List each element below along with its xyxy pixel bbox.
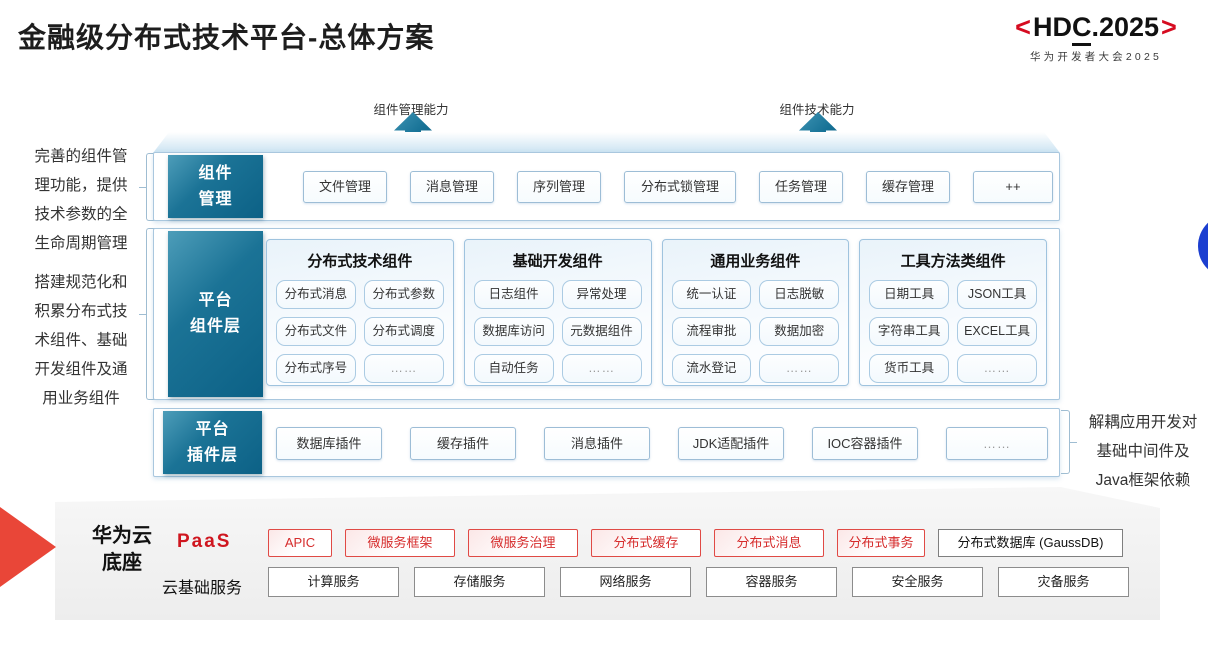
component-pill: 分布式序号 — [276, 354, 356, 383]
paas-box-distributed-cache: 分布式缓存 — [591, 529, 701, 557]
logo-text-post: .2025 — [1091, 12, 1160, 42]
layer-label-component-management: 组件 管理 — [168, 155, 263, 218]
group-basic-dev: 基础开发组件 日志组件 异常处理 数据库访问 元数据组件 自动任务 …… — [463, 239, 652, 386]
component-pill: 日志组件 — [473, 280, 554, 309]
note-component-management: 完善的组件管 理功能，提供 技术参数的全 生命周期管理 — [34, 148, 128, 252]
layer-platform-plugins: 平台 插件层 数据库插件 缓存插件 消息插件 JDK适配插件 IOC容器插件 …… — [153, 408, 1060, 477]
mgmt-box-distributed-lock: 分布式锁管理 — [624, 171, 736, 203]
component-pill: 数据库访问 — [473, 317, 554, 346]
plugin-box-more: …… — [946, 427, 1048, 460]
cloud-box-compute: 计算服务 — [268, 567, 399, 597]
layer-label-platform-components: 平台 组件层 — [168, 231, 263, 397]
cloud-box-container: 容器服务 — [706, 567, 837, 597]
cloud-basic-services-label: 云基础服务 — [162, 580, 243, 597]
paas-box-gaussdb: 分布式数据库 (GaussDB) — [938, 529, 1123, 557]
component-pill: EXCEL工具 — [957, 317, 1037, 346]
component-pill: 异常处理 — [561, 280, 642, 309]
group-title: 通用业务组件 — [710, 253, 801, 270]
paas-box-distributed-transaction: 分布式事务 — [837, 529, 925, 557]
capability-label-management: 组件管理能力 — [373, 103, 449, 117]
platform-plugin-items: 数据库插件 缓存插件 消息插件 JDK适配插件 IOC容器插件 …… — [276, 427, 1048, 460]
group-common-business: 通用业务组件 统一认证 日志脱敏 流程审批 数据加密 流水登记 …… — [661, 239, 850, 386]
component-pill: 元数据组件 — [561, 317, 642, 346]
plugin-box-jdk: JDK适配插件 — [678, 427, 784, 460]
stack-top-face — [153, 132, 1060, 153]
component-pill: 日期工具 — [869, 280, 950, 309]
paas-label: PaaS — [177, 531, 232, 552]
note-platform-components: 搭建规范化和 积累分布式技 术组件、基础 开发组件及通 用业务组件 — [34, 274, 128, 407]
mgmt-box-message: 消息管理 — [410, 171, 494, 203]
group-items: 分布式消息 分布式参数 分布式文件 分布式调度 分布式序号 …… — [276, 280, 444, 383]
group-distributed-tech: 分布式技术组件 分布式消息 分布式参数 分布式文件 分布式调度 分布式序号 …… — [266, 239, 454, 386]
right-bracket-row3 — [1061, 410, 1077, 474]
component-pill: 自动任务 — [473, 354, 554, 383]
cloud-box-disaster-recovery: 灾备服务 — [998, 567, 1129, 597]
component-pill-more: …… — [759, 354, 840, 383]
huawei-cloud-base-label: 华为云 底座 — [92, 525, 152, 574]
note-plugins: 解耦应用开发对 基础中间件及 Java框架依赖 — [1088, 414, 1198, 489]
component-pill: 货币工具 — [869, 354, 950, 383]
paas-box-distributed-message: 分布式消息 — [714, 529, 824, 557]
group-items: 日期工具 JSON工具 字符串工具 EXCEL工具 货币工具 …… — [869, 280, 1037, 383]
layer-platform-components: 平台 组件层 分布式技术组件 分布式消息 分布式参数 分布式文件 分布式调度 分… — [153, 228, 1060, 400]
platform-component-groups: 分布式技术组件 分布式消息 分布式参数 分布式文件 分布式调度 分布式序号 ……… — [266, 239, 1047, 386]
plugin-box-ioc: IOC容器插件 — [812, 427, 918, 460]
mgmt-box-cache: 缓存管理 — [866, 171, 950, 203]
component-pill: 数据加密 — [759, 317, 840, 346]
page-title: 金融级分布式技术平台-总体方案 — [18, 22, 435, 53]
mgmt-box-file: 文件管理 — [303, 171, 387, 203]
paas-box-microservice-framework: 微服务框架 — [345, 529, 455, 557]
logo-subtitle: 华为开发者大会2025 — [1029, 51, 1163, 63]
plugin-box-database: 数据库插件 — [276, 427, 382, 460]
layer-label-platform-plugins: 平台 插件层 — [163, 411, 262, 474]
huawei-cloud-foundation-panel: 华为云 底座 PaaS 云基础服务 APIC 微服务框架 微服务治理 分布式缓存… — [55, 487, 1160, 620]
left-bracket-row1 — [139, 153, 155, 221]
component-pill-more: …… — [957, 354, 1037, 383]
mgmt-box-task: 任务管理 — [759, 171, 843, 203]
group-items: 统一认证 日志脱敏 流程审批 数据加密 流水登记 …… — [671, 280, 840, 383]
plugin-box-cache: 缓存插件 — [410, 427, 516, 460]
logo-text-pre: HD — [1032, 12, 1072, 42]
component-pill: 流水登记 — [671, 354, 752, 383]
paas-box-microservice-governance: 微服务治理 — [468, 529, 578, 557]
logo-left-angle-icon: < — [1015, 12, 1031, 42]
cloud-box-network: 网络服务 — [560, 567, 691, 597]
component-pill: 统一认证 — [671, 280, 752, 309]
paas-services: APIC 微服务框架 微服务治理 分布式缓存 分布式消息 分布式事务 分布式数据… — [268, 529, 1123, 557]
paas-box-apic: APIC — [268, 529, 332, 557]
logo-right-angle-icon: > — [1161, 12, 1177, 42]
group-title: 基础开发组件 — [512, 253, 603, 270]
component-pill: 字符串工具 — [869, 317, 950, 346]
plugin-box-message: 消息插件 — [544, 427, 650, 460]
cloud-box-security: 安全服务 — [852, 567, 983, 597]
component-pill: JSON工具 — [957, 280, 1037, 309]
mgmt-box-sequence: 序列管理 — [517, 171, 601, 203]
component-pill: 分布式参数 — [363, 280, 444, 309]
left-bracket-row2 — [139, 228, 155, 400]
component-pill: 分布式文件 — [276, 317, 356, 346]
mgmt-box-plus-plus: ++ — [973, 171, 1053, 203]
component-pill: 流程审批 — [671, 317, 752, 346]
layer-component-management: 组件 管理 文件管理 消息管理 序列管理 分布式锁管理 任务管理 缓存管理 ++ — [153, 152, 1060, 221]
group-tool-methods: 工具方法类组件 日期工具 JSON工具 字符串工具 EXCEL工具 货币工具 …… — [859, 239, 1047, 386]
component-pill-more: …… — [363, 354, 444, 383]
red-arrow-icon — [0, 507, 56, 587]
group-items: 日志组件 异常处理 数据库访问 元数据组件 自动任务 …… — [473, 280, 642, 383]
component-pill: 分布式调度 — [363, 317, 444, 346]
blue-circle-decoration — [1198, 214, 1208, 278]
component-pill: 分布式消息 — [276, 280, 356, 309]
component-management-items: 文件管理 消息管理 序列管理 分布式锁管理 任务管理 缓存管理 ++ — [303, 171, 1053, 203]
component-pill: 日志脱敏 — [759, 280, 840, 309]
cloud-box-storage: 存储服务 — [414, 567, 545, 597]
capability-label-technical: 组件技术能力 — [779, 103, 855, 117]
component-pill-more: …… — [561, 354, 642, 383]
cloud-basic-services: 计算服务 存储服务 网络服务 容器服务 安全服务 灾备服务 — [268, 567, 1129, 597]
logo-text-underlined-c: C — [1071, 12, 1092, 46]
group-title: 工具方法类组件 — [900, 253, 1006, 270]
group-title: 分布式技术组件 — [307, 253, 413, 270]
